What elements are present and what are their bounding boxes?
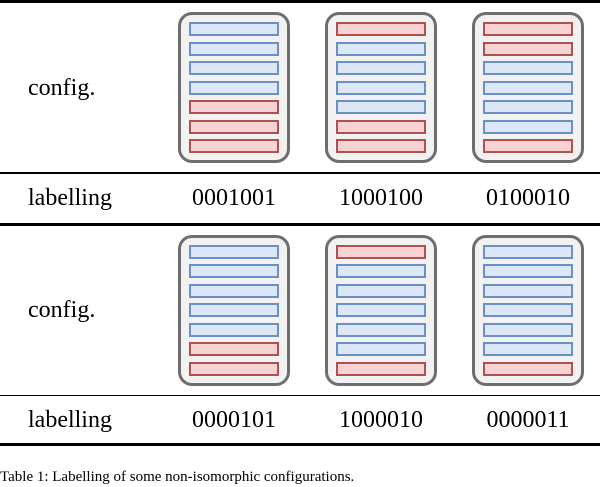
config-bar-blue xyxy=(483,100,573,114)
config-cell-2-3 xyxy=(472,234,584,386)
row-header-config-1: config. xyxy=(28,74,96,101)
config-bar-blue xyxy=(189,80,279,95)
labelling-cell-1-1: 0001001 xyxy=(192,185,276,212)
config-cell-1-1 xyxy=(178,12,290,163)
config-bar-red xyxy=(483,361,573,376)
labelling-cell-2-1: 0000101 xyxy=(192,406,276,433)
config-bar-blue xyxy=(336,283,426,298)
config-bar-red xyxy=(483,139,573,153)
table-bottom-rule xyxy=(0,443,600,447)
table-top-rule xyxy=(0,0,600,3)
config-cell-2-2 xyxy=(325,234,437,386)
config-bar-blue xyxy=(483,264,573,279)
labelling-cell-1-2: 1000100 xyxy=(339,185,423,212)
config-bar-blue xyxy=(336,322,426,337)
config-bar-blue xyxy=(483,61,573,75)
config-bar-blue xyxy=(336,41,426,56)
config-cell-1-3 xyxy=(472,12,584,163)
config-bar-red xyxy=(336,22,426,36)
config-block xyxy=(178,234,290,386)
config-bar-red xyxy=(483,41,573,56)
config-bar-red xyxy=(483,22,573,36)
config-bar-red xyxy=(336,244,426,259)
config-bar-blue xyxy=(483,322,573,337)
config-bar-red xyxy=(189,361,279,376)
config-bar-blue xyxy=(483,119,573,134)
table-mid-rule-1 xyxy=(0,172,600,174)
config-bar-red xyxy=(189,139,279,153)
config-bar-blue xyxy=(336,100,426,114)
table-section-rule xyxy=(0,222,600,226)
config-bar-blue xyxy=(189,244,279,259)
config-block xyxy=(178,12,290,163)
config-bar-blue xyxy=(483,342,573,357)
config-bar-red xyxy=(189,100,279,114)
labelling-row-2: labelling 0000101 1000010 0000011 xyxy=(0,396,600,443)
config-bar-blue xyxy=(189,303,279,318)
config-cell-2-1 xyxy=(178,234,290,386)
config-bar-red xyxy=(336,139,426,153)
config-block xyxy=(472,234,584,386)
config-bar-blue xyxy=(483,303,573,318)
config-cell-1-2 xyxy=(325,12,437,163)
config-bar-blue xyxy=(189,61,279,75)
config-bar-blue xyxy=(336,303,426,318)
config-bar-red xyxy=(189,342,279,357)
config-bar-blue xyxy=(483,244,573,259)
labelling-cell-2-2: 1000010 xyxy=(339,406,423,433)
config-bar-blue xyxy=(483,283,573,298)
config-bar-blue xyxy=(189,322,279,337)
row-header-config-2: config. xyxy=(28,297,96,324)
labelling-cell-2-3: 0000011 xyxy=(486,406,570,433)
config-bar-blue xyxy=(336,61,426,75)
config-block xyxy=(472,12,584,163)
config-block xyxy=(325,234,437,386)
config-bar-blue xyxy=(336,342,426,357)
config-row-1: config. xyxy=(0,3,600,172)
config-bar-blue xyxy=(189,41,279,56)
config-bar-red xyxy=(336,361,426,376)
table-mid-rule-2 xyxy=(0,394,600,397)
config-bar-red xyxy=(336,119,426,134)
row-header-labelling-2: labelling xyxy=(28,406,112,433)
config-bar-blue xyxy=(189,283,279,298)
config-bar-red xyxy=(189,119,279,134)
config-bar-blue xyxy=(483,80,573,95)
config-bar-blue xyxy=(336,264,426,279)
labelling-table: config. xyxy=(0,0,600,447)
config-row-2: config. xyxy=(0,226,600,395)
config-bar-blue xyxy=(189,22,279,36)
table-caption: Table 1: Labelling of some non-isomorphi… xyxy=(0,469,355,485)
config-bar-blue xyxy=(336,80,426,95)
row-header-labelling-1: labelling xyxy=(28,185,112,212)
labelling-cell-1-3: 0100010 xyxy=(486,185,570,212)
config-bar-blue xyxy=(189,264,279,279)
config-block xyxy=(325,12,437,163)
labelling-row-1: labelling 0001001 1000100 0100010 xyxy=(0,174,600,223)
